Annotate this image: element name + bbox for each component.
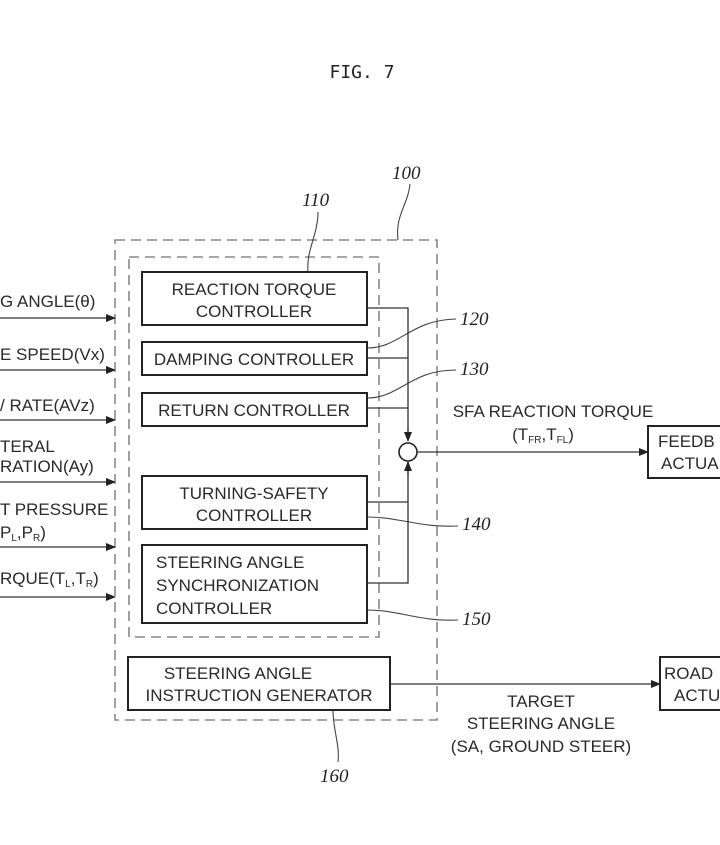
ref-160: 160	[320, 766, 349, 787]
input-lateral-acceleration: TERAL RATION(Ay)	[0, 437, 116, 486]
ref-130: 130	[460, 359, 489, 380]
input-label: T PRESSURE	[0, 500, 108, 519]
reaction-torque-symbol: (TFR,TFL)	[512, 425, 574, 446]
block-label: REACTION TORQUE	[172, 280, 337, 299]
return-controller-block: RETURN CONTROLLER	[141, 392, 368, 427]
summing-wires	[367, 307, 412, 584]
block-label: STEERING ANGLE	[156, 553, 304, 572]
input-label: RATION(Ay)	[0, 457, 94, 476]
input-steering-angle: G ANGLE(θ)	[0, 292, 116, 322]
damping-controller-block: DAMPING CONTROLLER	[141, 341, 368, 376]
block-label: CONTROLLER	[196, 302, 312, 321]
block-label: SYNCHRONIZATION	[156, 576, 319, 595]
block-label: INSTRUCTION GENERATOR	[146, 686, 373, 705]
block-label: TURNING-SAFETY	[179, 484, 328, 503]
steering-angle-instruction-generator-block: STEERING ANGLE INSTRUCTION GENERATOR	[127, 656, 391, 711]
leader-100	[397, 183, 411, 241]
reaction-torque-controller-block: REACTION TORQUE CONTROLLER	[141, 271, 368, 326]
feedback-actuator-block: FEEDB ACTUA	[647, 425, 720, 479]
input-torque: RQUE(TL,TR)	[0, 569, 116, 601]
leader-130	[366, 369, 457, 399]
block-label: ROAD	[664, 664, 713, 683]
road-actuator-block: ROAD ACTU	[659, 656, 720, 711]
input-label: G ANGLE(θ)	[0, 292, 95, 311]
input-label: E SPEED(Vx)	[0, 345, 105, 364]
input-label: TERAL	[0, 437, 55, 456]
leader-120	[366, 318, 457, 349]
input-pressure: T PRESSURE PL,PR)	[0, 500, 116, 551]
target-label: (SA, GROUND STEER)	[451, 737, 631, 756]
target-label: TARGET	[507, 692, 575, 711]
input-yaw-rate: / RATE(AVz)	[0, 396, 116, 424]
input-label: / RATE(AVz)	[0, 396, 95, 415]
ref-150: 150	[462, 609, 491, 630]
target-label: STEERING ANGLE	[467, 714, 615, 733]
block-label: RETURN CONTROLLER	[158, 401, 350, 420]
block-label: ACTU	[674, 686, 720, 705]
leader-140	[366, 516, 459, 527]
ref-110: 110	[302, 190, 330, 211]
ref-140: 140	[462, 514, 491, 535]
input-label: PL,PR)	[0, 523, 46, 544]
block-label: CONTROLLER	[196, 506, 312, 525]
block-label: STEERING ANGLE	[164, 664, 312, 683]
ref-120: 120	[460, 309, 489, 330]
input-label: RQUE(TL,TR)	[0, 569, 99, 590]
leader-150	[366, 609, 459, 621]
figure-title: FIG. 7	[329, 62, 394, 83]
turning-safety-controller-block: TURNING-SAFETY CONTROLLER	[141, 475, 368, 530]
leader-160	[332, 709, 339, 763]
steering-angle-sync-controller-block: STEERING ANGLE SYNCHRONIZATION CONTROLLE…	[141, 544, 368, 624]
summing-junction	[398, 442, 418, 462]
ref-100: 100	[392, 163, 421, 184]
sfa-reaction-torque-label: SFA REACTION TORQUE	[453, 402, 654, 421]
block-label: FEEDB	[658, 432, 715, 451]
block-label: ACTUA	[661, 454, 719, 473]
block-label: CONTROLLER	[156, 599, 272, 618]
input-vehicle-speed: E SPEED(Vx)	[0, 345, 116, 374]
block-label: DAMPING CONTROLLER	[154, 350, 354, 369]
leader-110	[307, 211, 319, 273]
controller-group-boundary-110	[128, 256, 380, 638]
